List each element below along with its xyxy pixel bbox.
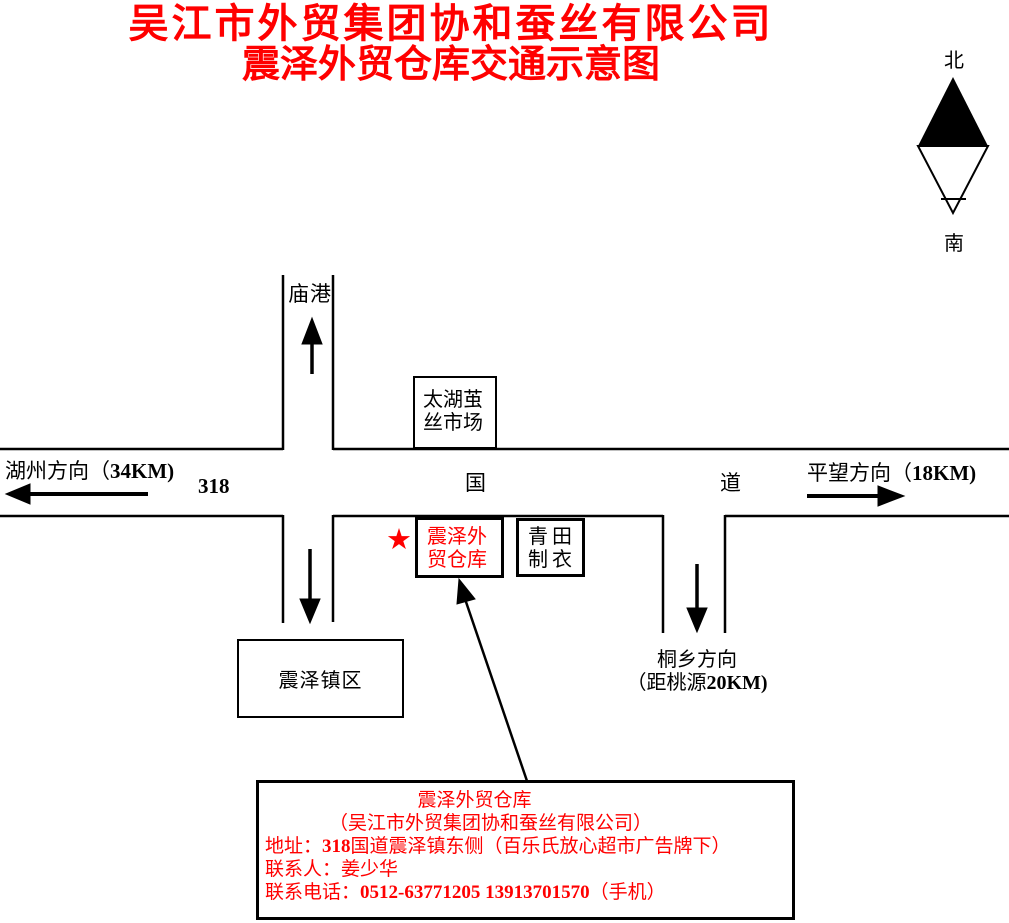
callout-arrow-icon [456,577,476,605]
east-arrow-icon [877,485,906,507]
info-warehouse-name: 震泽外贸仓库 [417,790,532,811]
north-arrow-icon [301,316,323,345]
huzhou-distance: 34KM) [110,459,175,483]
tongxiang-direction-label: 桐乡方向 （距桃源20KM) [622,649,772,695]
tongxiang-distance-line: （距桃源20KM) [622,672,772,695]
pingwang-direction-label: 平望方向（18KM) [807,461,976,485]
title-map-name: 震泽外贸仓库交通示意图 [241,44,660,86]
tongxiang-distance: 20KM) [706,672,768,694]
miaogang-label: 庙港 [288,282,332,306]
compass-icon [916,77,990,216]
title-company: 吴江市外贸集团协和蚕丝有限公司 [128,1,774,46]
compass-north-triangle [918,77,988,146]
south-arrow-left-icon [299,598,321,625]
info-phone-numbers: 0512-63771205 13913701570 [360,882,590,903]
contact-info-box: 震泽外贸仓库 （吴江市外贸集团协和蚕丝有限公司） 地址：318国道震泽镇东侧（百… [256,780,795,920]
warehouse-box: 震泽外 贸仓库 [415,517,504,578]
huzhou-direction-label: 湖州方向（34KM) [5,459,174,483]
west-arrow-icon [4,483,31,505]
qingtian-clothing-box: 青田 制衣 [516,518,585,577]
info-phone-line: 联系电话：0512-63771205 13913701570（手机） [259,881,792,904]
info-phone-label: 联系电话： [265,882,361,903]
road-name-guo: 国 [465,471,486,495]
star-icon: ★ [386,524,412,556]
taihu-market-box: 太湖茧 丝市场 [413,376,497,449]
qingtian-line2: 制衣 [528,549,576,571]
tongxiang-distance-prefix: （距桃源 [626,672,707,694]
page-title: 吴江市外贸集团协和蚕丝有限公司 震泽外贸仓库交通示意图 [0,1,902,86]
warehouse-line2: 贸仓库 [427,549,487,571]
info-address-text: 国道震泽镇东侧（百乐氏放心超市广告牌下） [350,836,731,857]
info-phone-suffix: （手机） [589,882,666,903]
info-address-line: 地址：318国道震泽镇东侧（百乐氏放心超市广告牌下） [259,835,792,858]
zhenze-town-label: 震泽镇区 [278,670,363,692]
zhenze-town-box: 震泽镇区 [237,639,404,718]
huzhou-direction-text: 湖州方向（ [5,459,110,483]
direction-arrows [4,316,906,782]
compass-south-label: 南 [944,233,964,255]
taihu-market-line1: 太湖茧 [423,389,483,411]
qingtian-line1: 青田 [528,526,576,548]
road-lines [0,275,1009,633]
south-arrow-right-icon [686,607,708,634]
route-318-label: 318 [198,474,230,498]
info-address-number: 318 [322,836,351,857]
info-company-name: （吴江市外贸集团协和蚕丝有限公司） [328,813,652,834]
pingwang-distance: 18KM) [912,461,977,485]
callout-arrow-shaft [462,595,529,782]
pingwang-direction-text: 平望方向（ [807,461,912,485]
warehouse-line1: 震泽外 [427,526,487,548]
road-name-dao: 道 [720,471,741,495]
info-contact-line: 联系人：姜少华 [265,859,399,880]
info-address-label: 地址： [265,836,323,857]
compass-south-triangle [916,145,990,216]
tongxiang-direction-text: 桐乡方向 [657,649,737,671]
taihu-market-line2: 丝市场 [423,412,483,434]
compass-north-label: 北 [944,50,964,72]
